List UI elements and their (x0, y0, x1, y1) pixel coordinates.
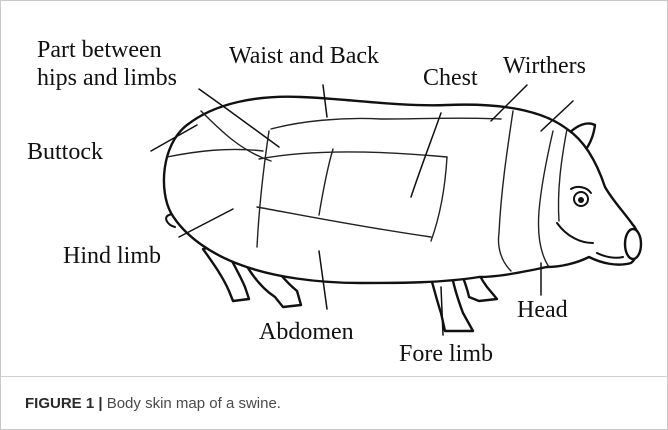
label-wirthers: Wirthers (503, 53, 586, 79)
swine-body-outline (164, 97, 639, 283)
label-part-between-line1: Part between (37, 37, 162, 63)
label-buttock: Buttock (27, 139, 103, 165)
caption-label: FIGURE 1 | (25, 395, 103, 412)
swine-snout (625, 229, 641, 259)
label-abdomen: Abdomen (259, 319, 354, 345)
label-fore-limb: Fore limb (399, 341, 493, 367)
label-chest: Chest (423, 65, 478, 91)
label-part-between-line2: hips and limbs (37, 65, 177, 91)
caption-text: Body skin map of a swine. (103, 395, 281, 412)
caption-divider (1, 376, 668, 377)
figure-caption: FIGURE 1 | Body skin map of a swine. (25, 395, 281, 412)
swine-pupil (578, 197, 584, 203)
figure-area: Part between hips and limbs Waist and Ba… (1, 1, 668, 376)
label-hind-limb: Hind limb (63, 243, 161, 269)
swine-body-map-diagram: Part between hips and limbs Waist and Ba… (1, 1, 668, 376)
label-head: Head (517, 297, 568, 323)
label-waist-back: Waist and Back (229, 43, 379, 69)
